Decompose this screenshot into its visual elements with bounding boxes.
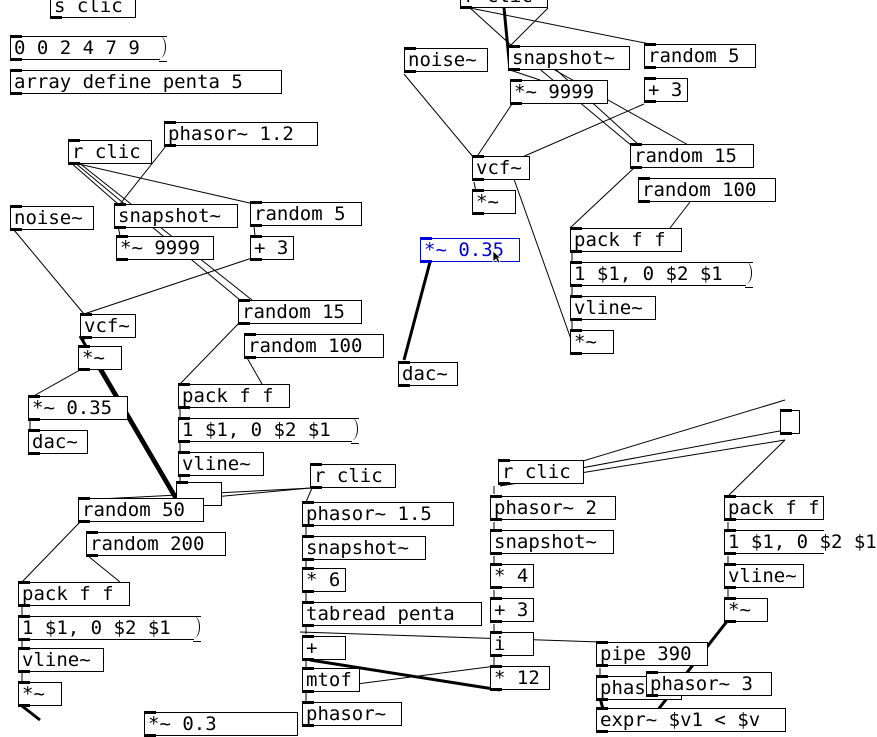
- noise-object-top[interactable]: noise~: [404, 47, 488, 73]
- mul035-object-selected[interactable]: *~ 0.35: [420, 237, 520, 263]
- random50-object[interactable]: random 50: [78, 497, 204, 523]
- pack-object-bottom[interactable]: pack f f: [18, 581, 130, 607]
- dac-object-top[interactable]: dac~: [398, 361, 458, 387]
- random5-object-left[interactable]: random 5: [250, 201, 362, 227]
- tabread-object[interactable]: tabread penta: [302, 601, 482, 627]
- vline-message-right[interactable]: 1 $1, 0 $2 $1: [724, 529, 877, 555]
- message-flag: [351, 418, 359, 444]
- mul6-object[interactable]: * 6: [302, 567, 346, 593]
- vline-message-left[interactable]: 1 $1, 0 $2 $1: [178, 417, 359, 444]
- mul12-object[interactable]: * 12: [490, 665, 550, 691]
- plus3-object-top[interactable]: + 3: [644, 77, 688, 103]
- mul-env-object-bottom[interactable]: *~: [18, 681, 62, 707]
- random15-object-left[interactable]: random 15: [238, 299, 362, 325]
- pipe390-object[interactable]: pipe 390: [596, 641, 708, 667]
- array-define-object[interactable]: array define penta 5: [10, 69, 282, 95]
- mul03-object-partial[interactable]: *~ 0.3: [144, 711, 298, 737]
- pack-object-top[interactable]: pack f f: [570, 227, 682, 253]
- phasor3-object[interactable]: phasor~ 3: [646, 671, 772, 697]
- mul035-object-left[interactable]: *~ 0.35: [28, 395, 128, 421]
- mul-env-object-top[interactable]: *~: [570, 329, 614, 355]
- pack-object-left[interactable]: pack f f: [178, 383, 290, 409]
- mouse-pointer-icon: [492, 250, 503, 264]
- message-text: 0 0 2 4 7 9: [14, 37, 140, 59]
- message-text: 1 $1, 0 $2 $1: [574, 263, 723, 285]
- message-flag: [745, 262, 753, 288]
- vline-message-bottom[interactable]: 1 $1, 0 $2 $1: [18, 615, 201, 642]
- phasor2-object[interactable]: phasor~ 2: [490, 495, 616, 521]
- array-values-message[interactable]: 0 0 2 4 7 9: [10, 35, 167, 62]
- message-flag: [193, 616, 201, 642]
- i-object[interactable]: i: [490, 631, 534, 657]
- vcf-object-left[interactable]: vcf~: [80, 313, 136, 339]
- snapshot-object-top[interactable]: snapshot~: [508, 45, 630, 71]
- mul9999-object-top[interactable]: *~ 9999: [510, 79, 608, 105]
- random100-object-top[interactable]: random 100: [638, 177, 776, 203]
- snapshot-object-left[interactable]: snapshot~: [114, 203, 238, 229]
- phasor15-object[interactable]: phasor~ 1.5: [302, 501, 454, 527]
- vline-object-bottom[interactable]: vline~: [18, 647, 104, 673]
- mul9999-object-left[interactable]: *~ 9999: [116, 235, 214, 261]
- pack-object-right[interactable]: pack f f: [724, 495, 824, 521]
- noise-object-left[interactable]: noise~: [10, 205, 94, 231]
- mul-object-left[interactable]: *~: [78, 345, 122, 371]
- r-clic-object-left[interactable]: r clic: [68, 139, 152, 165]
- snapshot-object-mid[interactable]: snapshot~: [302, 535, 426, 561]
- partial-edge-object[interactable]: [780, 409, 800, 435]
- r-clic-object-right[interactable]: r clic: [498, 459, 584, 485]
- snapshot-object-right[interactable]: snapshot~: [490, 529, 614, 555]
- r-clic-object-mid[interactable]: r clic: [310, 463, 396, 489]
- mtof-object[interactable]: mtof: [302, 667, 360, 693]
- phasor12-object[interactable]: phasor~ 1.2: [164, 121, 318, 147]
- vline-object-top[interactable]: vline~: [570, 295, 656, 321]
- plus3-object-right[interactable]: + 3: [490, 597, 534, 623]
- vline-message-top[interactable]: 1 $1, 0 $2 $1: [570, 261, 753, 288]
- top-partial-object[interactable]: r clic: [460, 0, 548, 9]
- vline-object-left[interactable]: vline~: [178, 451, 264, 477]
- mul-env-object-right[interactable]: *~: [724, 597, 768, 623]
- vcf-object-top[interactable]: vcf~: [472, 155, 530, 181]
- s-clic-object[interactable]: s clic: [50, 0, 136, 19]
- message-text: 1 $1, 0 $2 $1: [728, 531, 877, 553]
- vline-object-right[interactable]: vline~: [724, 563, 804, 589]
- mul4-object[interactable]: * 4: [490, 563, 534, 589]
- random200-object[interactable]: random 200: [86, 531, 226, 557]
- message-text: 1 $1, 0 $2 $1: [182, 419, 331, 441]
- dac-object-left[interactable]: dac~: [28, 429, 88, 455]
- expr-object-partial[interactable]: expr~ $v1 < $v: [596, 707, 786, 733]
- plus-object[interactable]: +: [302, 635, 346, 661]
- random5-object-top[interactable]: random 5: [644, 43, 756, 69]
- mul-object-top[interactable]: *~: [472, 189, 516, 215]
- random100-object-left[interactable]: random 100: [244, 333, 384, 359]
- message-text: 1 $1, 0 $2 $1: [22, 617, 171, 639]
- random15-object-top[interactable]: random 15: [630, 143, 754, 169]
- plus3-object-left[interactable]: + 3: [250, 235, 294, 261]
- message-flag: [159, 36, 167, 62]
- phasor-object-bottom[interactable]: phasor~: [302, 701, 402, 727]
